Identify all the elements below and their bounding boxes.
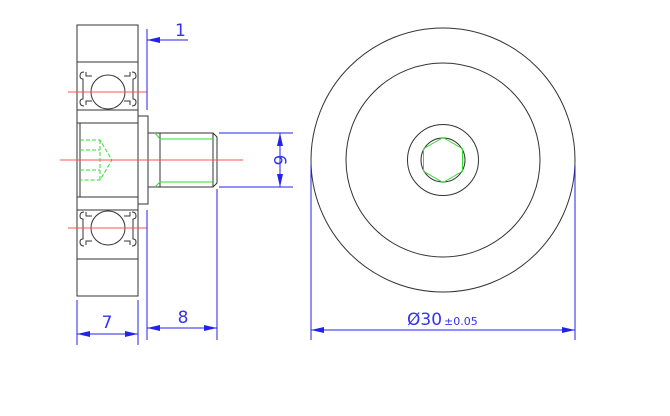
dimension-label: 6 — [269, 155, 289, 166]
dimension-outer-diameter: Ø30±0.05 — [310, 165, 576, 340]
dimension-label: 1 — [175, 21, 186, 41]
dimension-shaft-length: 8 — [147, 189, 218, 340]
diameter-tolerance: ±0.05 — [444, 315, 478, 328]
dimension-label: 8 — [178, 308, 189, 328]
dimension-thread: 6 — [219, 132, 293, 188]
dimension-label: 7 — [102, 313, 113, 333]
hex-socket — [423, 136, 463, 184]
diameter-value: 30 — [420, 310, 442, 330]
bearing-bottom — [79, 210, 137, 247]
dimension-shoulder: 1 — [146, 21, 188, 340]
bearing-top — [79, 71, 137, 110]
svg-text:Ø30±0.05: Ø30±0.05 — [407, 310, 478, 330]
diameter-symbol: Ø — [407, 310, 420, 330]
hatch-bottom — [76, 258, 139, 297]
hatch-top — [76, 24, 139, 63]
side-section-view — [60, 24, 243, 297]
front-view — [310, 27, 576, 293]
dimension-width: 7 — [76, 300, 139, 345]
